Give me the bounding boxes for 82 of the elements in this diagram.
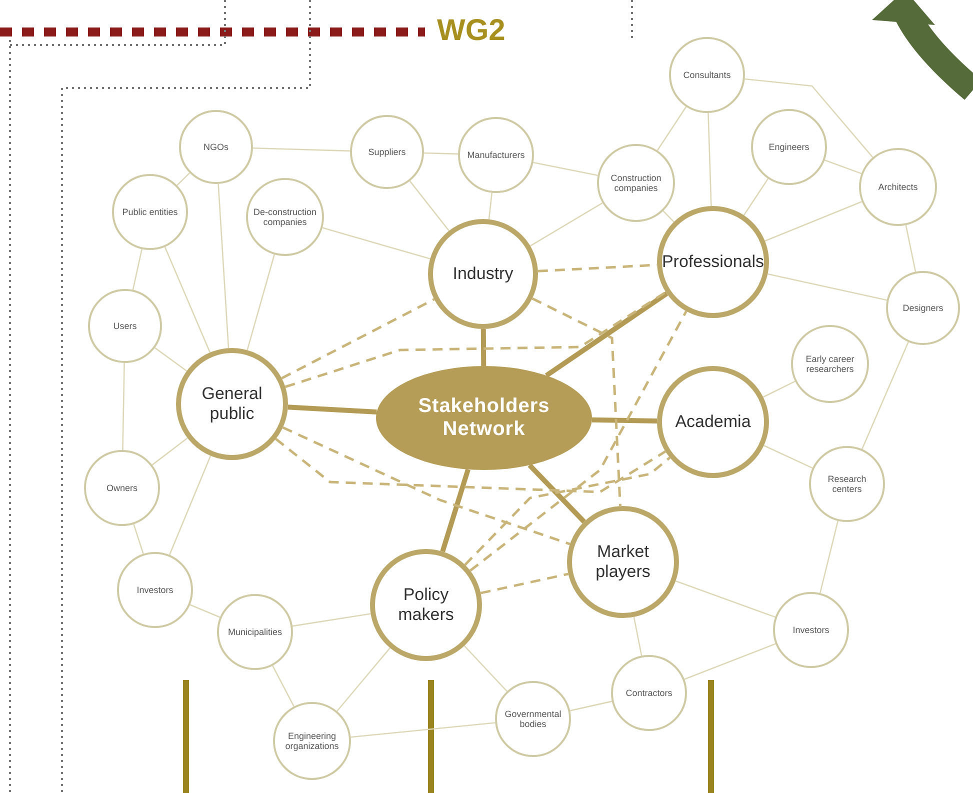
dashed-connector [275, 438, 666, 494]
node-label: General public [200, 384, 264, 424]
connector-line [132, 248, 142, 290]
connector-line [122, 362, 125, 450]
connector-line [675, 580, 776, 618]
connector-line [164, 246, 211, 353]
dashed-connector [284, 291, 666, 388]
connector-line [530, 202, 603, 246]
connector-line [322, 227, 430, 260]
connector-line [288, 404, 377, 415]
node-label: Industry [452, 264, 514, 284]
node-label: Stakeholders Network [417, 395, 551, 441]
connector-line [168, 456, 212, 556]
connector-line [768, 273, 887, 301]
connector-line [764, 201, 862, 242]
connector-line [592, 417, 658, 424]
node-label: Public entities [122, 207, 178, 217]
connector-line [744, 78, 874, 158]
connector-line [218, 184, 230, 348]
dashed-connector [469, 310, 688, 572]
connector-line [133, 524, 144, 554]
connector-line [762, 380, 796, 398]
connector-line [570, 700, 612, 712]
connector-line [190, 604, 220, 618]
connector-line [819, 520, 839, 594]
node-label: Investors [136, 585, 174, 595]
connector-line [544, 291, 668, 378]
connector-line [336, 648, 391, 712]
connector-line [633, 616, 642, 656]
connector-line [656, 106, 687, 151]
node-label: Designers [902, 303, 944, 313]
node-label: Construction companies [610, 173, 662, 193]
node-label: Architects [878, 182, 918, 192]
connector-line [662, 210, 674, 222]
node-label: Policy makers [397, 585, 455, 625]
connector-line [246, 254, 275, 350]
group-label: WG2 [437, 14, 506, 48]
connector-line [152, 437, 188, 466]
node-label: Manufacturers [467, 150, 525, 160]
connector-line [488, 192, 493, 220]
node-label: Suppliers [368, 147, 406, 157]
node-label: Engineers [768, 142, 810, 152]
node-label: Market players [594, 542, 652, 582]
connector-line [440, 468, 470, 552]
node-label: NGOs [203, 142, 228, 152]
node-label: Consultants [683, 70, 731, 80]
node-label: De-construction companies [252, 207, 318, 227]
connector-line [480, 328, 486, 366]
node-label: Academia [675, 412, 751, 432]
connector-line [533, 162, 598, 176]
dashed-connector [480, 572, 569, 594]
connector-line [409, 180, 450, 232]
connector-line [764, 444, 813, 469]
node-label: Owners [106, 483, 138, 493]
connector-line [292, 613, 371, 627]
connector-line [252, 147, 350, 152]
connector-line [424, 152, 458, 155]
connector-line [905, 225, 916, 272]
connector-line [464, 645, 508, 692]
node-label: Users [113, 321, 137, 331]
connector-line [708, 112, 712, 206]
dashed-connector [464, 456, 671, 566]
dashed-connector [282, 426, 570, 546]
node-label: Contractors [626, 688, 672, 698]
node-label: Investors [792, 625, 830, 635]
node-label: Research centers [826, 474, 868, 494]
node-label: Early career researchers [804, 354, 856, 374]
connector-line [350, 722, 496, 738]
connector-line [684, 643, 776, 680]
node-label: Governmental bodies [504, 709, 562, 729]
connector-line [272, 665, 294, 707]
connector-line [861, 342, 909, 450]
node-label: Municipalities [228, 627, 282, 637]
connector-line [154, 347, 188, 372]
connector-line [176, 172, 190, 186]
node-label: Professionals [662, 252, 764, 272]
node-label: Engineering organizations [284, 731, 340, 751]
dashed-connector [281, 298, 435, 380]
dashed-connector [532, 297, 622, 506]
connector-line [743, 178, 769, 216]
connector-line [528, 463, 586, 524]
connector-line [824, 159, 862, 174]
